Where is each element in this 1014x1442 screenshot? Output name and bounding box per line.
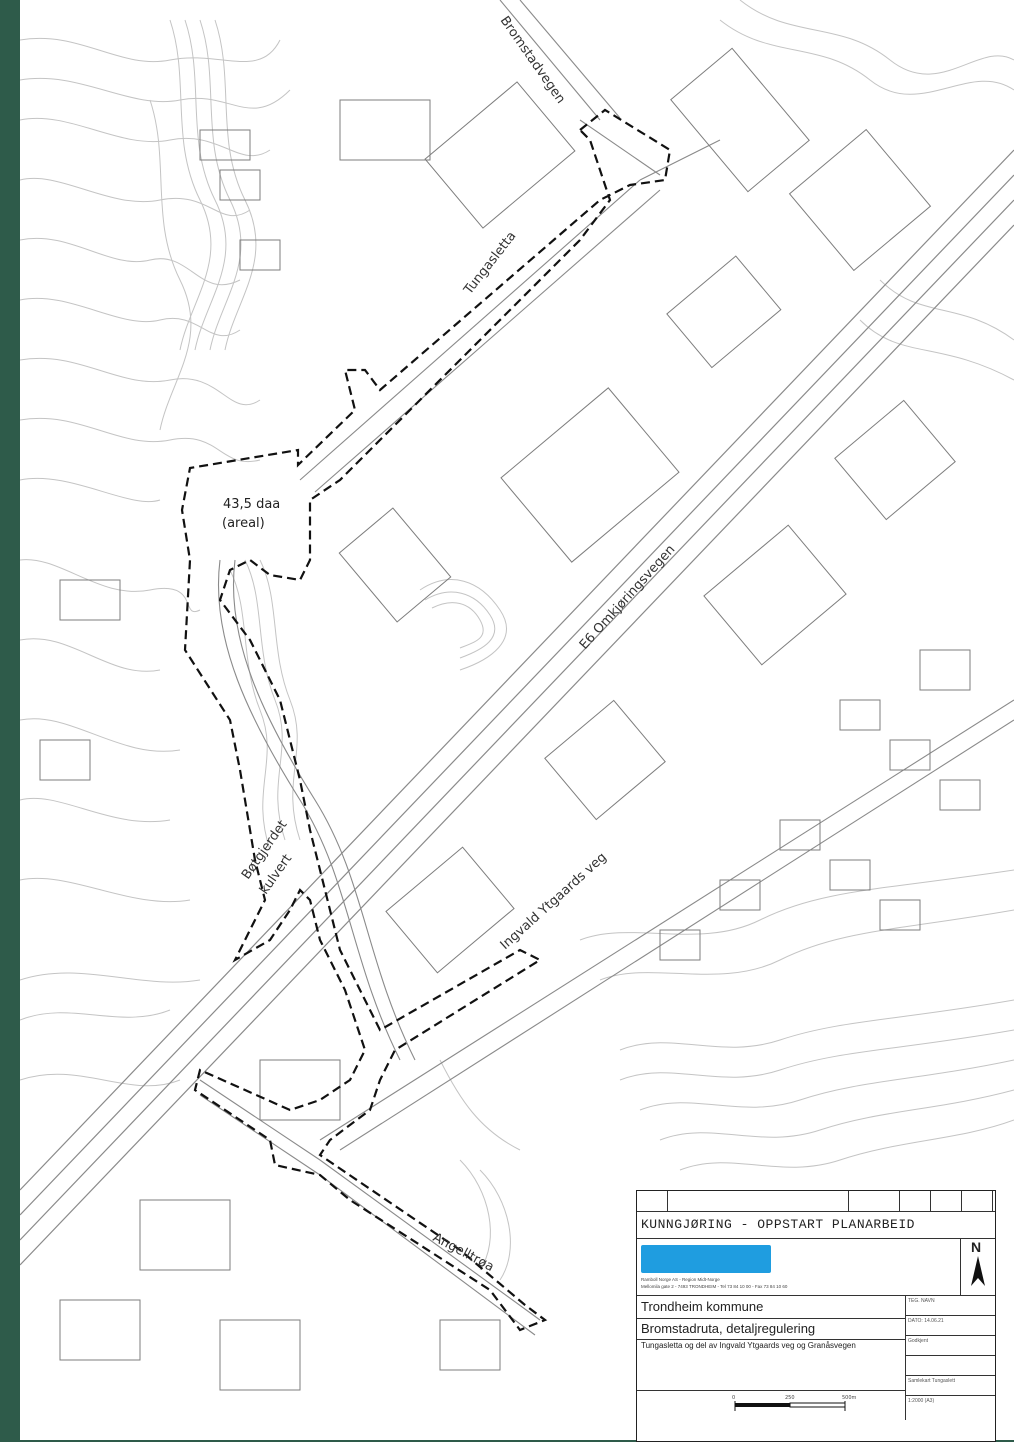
municipality-name: Trondheim kommune (637, 1296, 905, 1319)
cell-scale: 1:2000 (A3) (908, 1398, 935, 1404)
title-block-heading: KUNNGJØRING - OPPSTART PLANARBEID (637, 1212, 995, 1239)
north-letter: N (971, 1239, 982, 1255)
e6-road (20, 149, 1014, 1266)
area-label-size: 43,5 daa (223, 497, 280, 512)
road-label-bromstadvegen: Bromstadvegen (497, 14, 568, 107)
north-arrow-icon (971, 1256, 985, 1286)
map-svg: Bromstadvegen Tungasletta E6 Omkjøringsv… (20, 0, 1014, 1391)
title-block-main: Trondheim kommune Bromstadruta, detaljre… (637, 1296, 995, 1420)
company-logo (641, 1245, 771, 1273)
plan-boundary (180, 108, 672, 1332)
scale-bar-graphic: 0 250 500m (732, 1395, 857, 1411)
area-label-type: (areal) (222, 516, 265, 531)
cell-approved: Godkjent (905, 1336, 995, 1356)
buildings (39, 47, 981, 1391)
access-road (217, 559, 416, 1061)
cell-date: DATO: 14.06.21 (905, 1316, 995, 1336)
cell-drawing-name: TEG. NAVN (905, 1296, 995, 1316)
road-label-ingvald: Ingvald Ytgaards veg (498, 850, 610, 953)
tungasletta-road (299, 0, 721, 493)
ingvald-road (319, 699, 1014, 1151)
scale-tick-0: 0 (732, 1395, 735, 1401)
angelltroa-road (199, 1079, 541, 1336)
cell-sheet-title: Samlekart Tungaslett (905, 1376, 995, 1396)
north-arrow: N (960, 1238, 995, 1296)
road-label-e6: E6 Omkjøringsvegen (577, 542, 678, 652)
project-name: Bromstadruta, detaljregulering (637, 1319, 905, 1340)
title-block-right: TEG. NAVN DATO: 14.06.21 Godkjent Samlek… (905, 1296, 995, 1420)
company-address-line1: Ramboll Norge AS - Region Midt-Norge (641, 1277, 720, 1282)
road-label-angelltroa: Angelltrøa (430, 1230, 496, 1275)
scale-bar: 0 250 500m (637, 1391, 905, 1423)
title-block: KUNNGJØRING - OPPSTART PLANARBEID Rambol… (636, 1190, 996, 1442)
road-label-tungasletta: Tungasletta (461, 229, 520, 298)
title-block-top-strip (637, 1191, 995, 1212)
scale-tick-500: 500m (842, 1395, 857, 1401)
company-address-line2: Mellomila gate 2 - 7493 TRONDHEIM - Tel … (641, 1284, 788, 1289)
contour-lines (20, 0, 1014, 1281)
cell-blank (905, 1356, 995, 1376)
scale-tick-250: 250 (785, 1395, 795, 1401)
map-canvas[interactable]: Bromstadvegen Tungasletta E6 Omkjøringsv… (20, 0, 1014, 1440)
title-block-left: Trondheim kommune Bromstadruta, detaljre… (637, 1296, 906, 1420)
project-description: Tungasletta og del av Ingvald Ytgaards v… (637, 1340, 905, 1391)
title-block-logo-row: Ramboll Norge AS - Region Midt-Norge Mel… (637, 1238, 995, 1296)
